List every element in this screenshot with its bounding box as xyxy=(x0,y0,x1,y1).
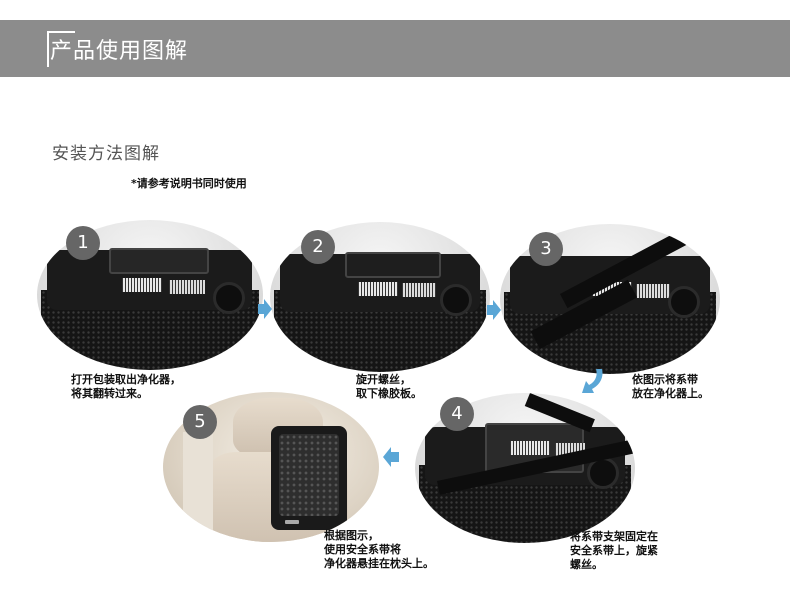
arrow-right-icon xyxy=(258,299,272,319)
step-1-photo xyxy=(37,220,263,370)
step-1-badge: 1 xyxy=(66,226,100,260)
step-3-text: 依图示将系带 放在净化器上。 xyxy=(632,373,709,400)
step-5-badge: 5 xyxy=(183,405,217,439)
step-4-photo xyxy=(415,393,635,543)
arrow-right-icon xyxy=(487,300,501,320)
page-title: 产品使用图解 xyxy=(50,39,189,64)
usage-note: *请参考说明书同时使用 xyxy=(131,177,247,190)
step-2-photo xyxy=(270,222,490,372)
step-5-text: 根据图示， 使用安全系带将 净化器悬挂在枕头上。 xyxy=(324,529,434,570)
header-banner: 产品使用图解 xyxy=(0,20,790,77)
section-title: 安装方法图解 xyxy=(52,144,160,164)
step-5-photo xyxy=(163,392,379,542)
step-4-text: 将系带支架固定在 安全系带上，旋紧 螺丝。 xyxy=(570,530,658,571)
step-4-badge: 4 xyxy=(440,397,474,431)
step-2-badge: 2 xyxy=(301,230,335,264)
step-2-text: 旋开螺丝， 取下橡胶板。 xyxy=(356,373,422,400)
step-1-text: 打开包装取出净化器， 将其翻转过来。 xyxy=(71,373,181,400)
arrow-down-left-icon xyxy=(582,369,603,393)
step-3-badge: 3 xyxy=(529,232,563,266)
arrow-left-icon xyxy=(383,447,399,467)
title-bracket-decoration xyxy=(47,31,75,67)
